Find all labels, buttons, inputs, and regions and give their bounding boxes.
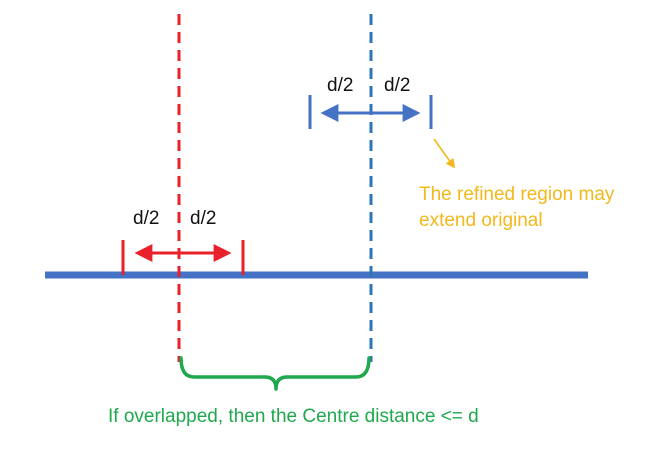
note-line-1: The refined region may [419,184,615,205]
overlap-bracket [179,356,371,391]
conclusion-text: If overlapped, then the Centre distance … [108,406,479,427]
blue-right-half-label: d/2 [384,75,410,96]
blue-left-half-label: d/2 [327,75,353,96]
red-left-half-label: d/2 [133,208,159,229]
note-line-2: extend original [419,210,543,231]
red-right-half-label: d/2 [190,208,216,229]
note-pointer-arrow [433,138,456,169]
